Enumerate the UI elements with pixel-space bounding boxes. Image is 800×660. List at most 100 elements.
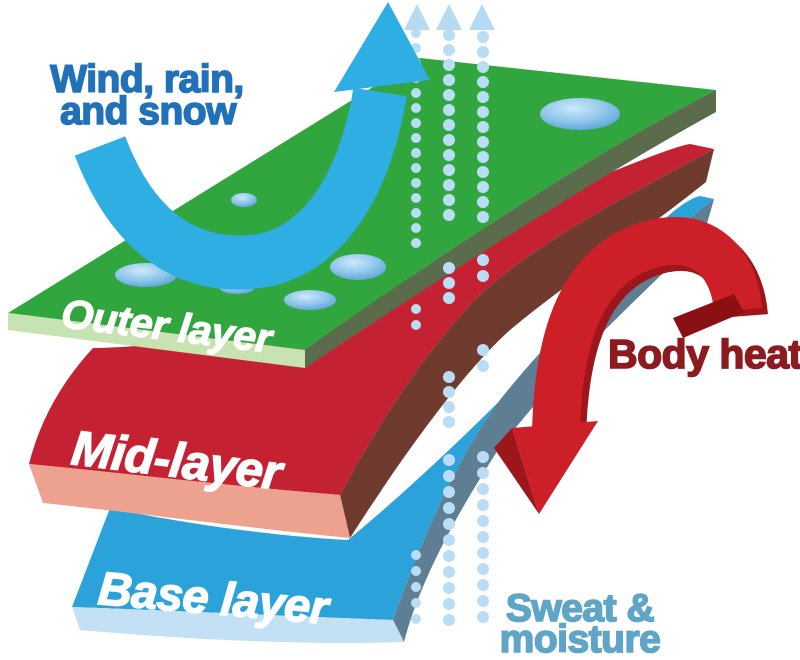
moisture-dot-col3 — [477, 515, 489, 527]
moisture-dot-col2 — [443, 179, 455, 191]
moisture-dot-col3 — [477, 106, 489, 118]
outer-layer-front-edge — [8, 313, 305, 368]
moisture-dot-col2 — [443, 194, 455, 206]
moisture-dot-col3 — [477, 151, 489, 163]
moisture-dot-col1 — [411, 614, 421, 624]
moisture-dot-col3 — [477, 360, 489, 372]
moisture-dot-col3 — [477, 166, 489, 178]
water-droplets — [115, 98, 620, 310]
body-heat-arrow — [494, 217, 768, 514]
moisture-dot-col2 — [443, 134, 455, 146]
moisture-dot-col1 — [411, 208, 421, 218]
moisture-dot-col3 — [477, 579, 489, 591]
moisture-dot-col3 — [477, 196, 489, 208]
vapor-arrowhead-icon — [469, 4, 495, 30]
moisture-dot-col3 — [477, 211, 489, 223]
moisture-dot-col3 — [477, 531, 489, 543]
wind-annotation-line1: Wind, rain, — [50, 58, 243, 101]
moisture-dot-col2 — [443, 44, 455, 56]
water-droplet — [284, 290, 336, 310]
moisture-dot-col1 — [411, 238, 421, 248]
moisture-dot-col3 — [477, 563, 489, 575]
wind-annotation-line2: and snow — [60, 90, 237, 133]
sweat-annotation-line2: moisture — [500, 618, 661, 660]
moisture-dot-col3 — [477, 467, 489, 479]
moisture-dot-col2 — [443, 454, 455, 466]
moisture-dot-col2 — [443, 59, 455, 71]
moisture-dot-col3 — [477, 121, 489, 133]
moisture-dot-col2 — [443, 486, 455, 498]
moisture-dot-col3 — [477, 595, 489, 607]
body-heat-arrow-shaft — [532, 217, 762, 433]
body-heat-arrow-head-facet — [494, 428, 539, 514]
moisture-dot-col1 — [411, 178, 421, 188]
moisture-dot-col2 — [443, 29, 455, 41]
moisture-dot-col2 — [443, 164, 455, 176]
moisture-dot-col1 — [411, 598, 421, 608]
mid-layer-front-edge — [29, 464, 350, 538]
moisture-dot-col3 — [477, 344, 489, 356]
outer-layer-side-edge — [305, 90, 716, 368]
body-heat-annotation: Body heat — [608, 331, 800, 377]
moisture-dot-col3 — [477, 76, 489, 88]
moisture-dot-col3 — [477, 136, 489, 148]
body-heat-arrow-end-bevel — [673, 294, 744, 338]
base-layer-front-edge — [72, 607, 404, 643]
moisture-dot-col2 — [443, 566, 455, 578]
moisture-dot-col1 — [411, 28, 421, 38]
moisture-dot-col2 — [443, 386, 455, 398]
moisture-dot-col3 — [477, 451, 489, 463]
moisture-dot-col2 — [443, 119, 455, 131]
moisture-dot-col1 — [411, 566, 421, 576]
body-heat-arrow-head-icon — [512, 421, 598, 514]
wind-arrow-shaft — [74, 87, 407, 290]
vapor-arrowhead-icon — [436, 4, 462, 30]
moisture-dot-col3 — [477, 31, 489, 43]
moisture-dot-col3 — [477, 91, 489, 103]
moisture-dot-col3 — [477, 254, 489, 266]
moisture-dot-col2 — [443, 292, 455, 304]
moisture-dot-col3 — [477, 547, 489, 559]
moisture-dot-col2 — [443, 470, 455, 482]
moisture-dot-col1 — [411, 582, 421, 592]
moisture-dot-col2 — [443, 550, 455, 562]
moisture-dot-col2 — [443, 401, 455, 413]
moisture-dot-col1 — [411, 193, 421, 203]
moisture-dot-col2 — [443, 614, 455, 626]
moisture-dot-col2 — [443, 104, 455, 116]
moisture-dot-col1 — [411, 550, 421, 560]
moisture-dot-col3 — [477, 499, 489, 511]
water-droplet — [231, 193, 257, 207]
moisture-dot-col1 — [411, 163, 421, 173]
moisture-dot-col2 — [443, 89, 455, 101]
vapor-triangles — [404, 4, 495, 30]
moisture-dot-col2 — [443, 518, 455, 530]
moisture-dot-col2 — [443, 371, 455, 383]
moisture-dot-col3 — [477, 61, 489, 73]
wind-arrow — [74, 2, 430, 290]
sweat-annotation-line1: Sweat & — [506, 587, 654, 630]
moisture-dot-col2 — [443, 502, 455, 514]
moisture-dot-col2 — [443, 262, 455, 274]
moisture-dot-col2 — [443, 582, 455, 594]
moisture-dot-col2 — [443, 277, 455, 289]
moisture-dot-col1 — [411, 103, 421, 113]
moisture-dot-col1 — [411, 148, 421, 158]
wind-arrow-head-icon — [334, 2, 430, 92]
moisture-dot-col3 — [477, 611, 489, 623]
vapor-arrowhead-icon — [404, 4, 430, 30]
moisture-dot-col2 — [443, 416, 455, 428]
moisture-dot-col2 — [443, 149, 455, 161]
moisture-dot-col3 — [477, 46, 489, 58]
moisture-dot-col2 — [443, 598, 455, 610]
moisture-dot-col1 — [411, 320, 421, 330]
moisture-dot-col1 — [411, 223, 421, 233]
moisture-dot-col2 — [443, 74, 455, 86]
moisture-dot-col2 — [443, 534, 455, 546]
moisture-dot-col3 — [477, 181, 489, 193]
moisture-dot-col2 — [443, 209, 455, 221]
moisture-dot-col1 — [411, 304, 421, 314]
moisture-dot-col1 — [411, 118, 421, 128]
